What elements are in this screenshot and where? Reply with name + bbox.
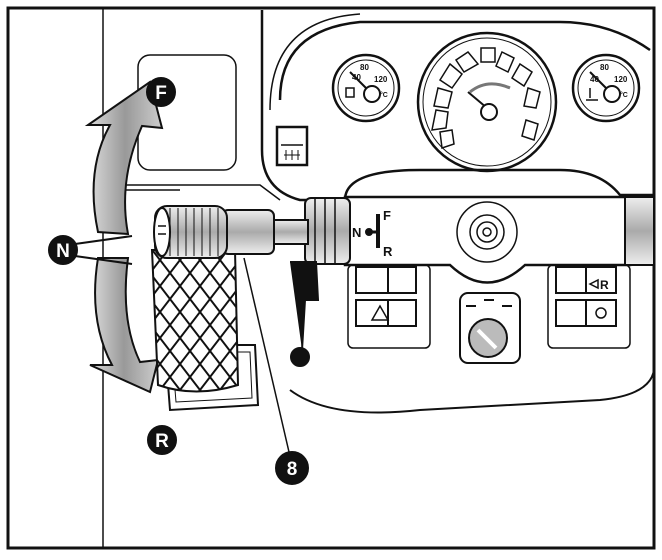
gauge-tick-40: 40: [352, 73, 361, 82]
shuttle-lever[interactable]: [154, 206, 308, 258]
console-edge: [103, 185, 280, 200]
gauge-tick-120: 120: [374, 75, 388, 84]
dashboard-top-curve: [280, 22, 650, 100]
gauge-tick-120: 120: [614, 75, 628, 84]
reverse-badge: R: [148, 426, 176, 454]
drive-mode-selector[interactable]: [460, 293, 520, 363]
work-light-switch: [277, 127, 307, 165]
shuttle-label-n: N: [352, 225, 361, 240]
gauge-tick-40: 40: [590, 75, 599, 84]
gauge-tick-80: 80: [600, 63, 609, 72]
svg-text:8: 8: [287, 459, 298, 480]
hazard-icon: [372, 306, 388, 320]
shuttle-label-r: R: [383, 244, 393, 259]
axle-icons: [466, 300, 512, 306]
svg-text:N: N: [56, 241, 70, 262]
temperature-gauge-right: 40 80 120 °C: [573, 55, 639, 121]
lever-grip: [152, 250, 238, 392]
temperature-gauge-left: 40 80 120 °C: [333, 55, 399, 121]
neutral-badge: N: [49, 236, 77, 264]
console-lower-edge: [290, 370, 654, 413]
tachometer-gauge: [418, 33, 556, 171]
beacon-icon: [596, 308, 606, 318]
forward-badge: F: [147, 78, 175, 106]
gauge-unit: °C: [380, 91, 388, 99]
svg-text:R: R: [155, 431, 169, 452]
right-switch-panel: R: [548, 265, 630, 348]
horn-icon: [590, 280, 598, 288]
svg-text:F: F: [155, 83, 167, 104]
secondary-lever: [290, 262, 318, 366]
warning-lamp-ring: [432, 48, 540, 148]
gauge-unit: °C: [620, 91, 628, 99]
switch-blank: [356, 267, 416, 293]
hazard-switch: [356, 300, 416, 326]
shuttle-label-f: F: [383, 208, 391, 223]
coolant-temp-icon: [586, 88, 598, 100]
lever-boot: [305, 198, 350, 264]
left-switch-panel: [348, 265, 430, 348]
steering-column: [345, 197, 654, 283]
direction-arrow: [75, 82, 162, 392]
gauge-tick-80: 80: [360, 63, 369, 72]
battery-icon: [346, 88, 354, 97]
horn-switch-label: R: [600, 278, 609, 292]
